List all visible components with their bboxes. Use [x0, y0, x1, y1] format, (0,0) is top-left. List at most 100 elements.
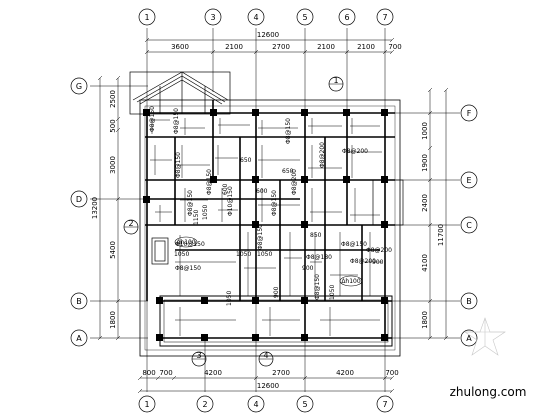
- rebar-note: Φ8@180: [306, 254, 332, 261]
- rebar-note: Φ8@150: [271, 190, 278, 216]
- rebar-note: 1050: [174, 251, 189, 258]
- dim-top-segment: 2100: [357, 43, 375, 51]
- svg-text:6: 6: [344, 13, 349, 22]
- axis-bubble-top-4: 4: [247, 8, 265, 26]
- rebar-note: Φ8@150: [206, 169, 213, 195]
- svg-text:1: 1: [333, 76, 338, 85]
- svg-text:D: D: [76, 195, 82, 204]
- axis-bubble-bottom-4: 4: [247, 395, 265, 413]
- svg-text:1: 1: [144, 400, 149, 409]
- rebar-note: Φ8@200: [342, 148, 368, 155]
- section-mark: 4: [258, 351, 274, 367]
- svg-text:5: 5: [302, 400, 307, 409]
- rebar-note: 650: [240, 157, 252, 164]
- svg-text:3: 3: [210, 13, 215, 22]
- axis-bubble-right-B: B: [460, 292, 478, 310]
- svg-text:Δh100: Δh100: [341, 278, 361, 285]
- rebar-note: 1050: [329, 285, 336, 300]
- axis-bubble-top-5: 5: [296, 8, 314, 26]
- svg-text:7: 7: [382, 13, 387, 22]
- dim-right-segment: 1000: [421, 122, 429, 140]
- axis-bubble-right-A: A: [460, 329, 478, 347]
- svg-text:C: C: [466, 221, 472, 230]
- watermark-logo: [464, 317, 506, 356]
- dim-bottom-segment: 800: [142, 369, 155, 377]
- rebar-note: 600: [222, 183, 229, 195]
- pit-detail: [151, 237, 169, 265]
- axis-bubble-right-C: C: [460, 216, 478, 234]
- rebar-note: 850: [310, 232, 322, 239]
- rebar-note: 600: [256, 188, 268, 195]
- svg-text:4: 4: [253, 13, 258, 22]
- axis-bubble-left-B: B: [70, 292, 88, 310]
- dim-bottom-total: 12600: [257, 382, 279, 390]
- rebar-note: 1050: [257, 251, 272, 258]
- rebar-note: Φ10@150: [175, 241, 205, 248]
- dim-right-segment: 1900: [421, 154, 429, 172]
- svg-text:A: A: [76, 334, 82, 343]
- dim-left-segment: 1800: [109, 311, 117, 329]
- slab-tag: Δh100: [339, 275, 363, 287]
- slab-tag: Δh100: [174, 236, 198, 248]
- dim-left-total: 13200: [91, 197, 99, 219]
- rebar-note: Φ8@150: [175, 152, 182, 178]
- svg-text:2: 2: [128, 219, 133, 228]
- dim-left-segment: 3000: [109, 156, 117, 174]
- rebar-note: Φ8@150: [173, 108, 180, 134]
- axis-bubble-bottom-5: 5: [296, 395, 314, 413]
- rebar-note: Φ8@200: [319, 142, 326, 168]
- dim-top-segment: 700: [388, 43, 401, 51]
- rebar-note: Φ8@150: [285, 118, 292, 144]
- top-dimension-lines: [144, 37, 395, 55]
- dim-top-total: 12600: [257, 31, 279, 39]
- axis-bubble-left-A: A: [70, 329, 88, 347]
- dim-left-segment: 500: [109, 119, 117, 132]
- rebar-notes: Φ8@150 Φ8@150 Φ8@150 Φ8@150 Φ8@200 Φ8@20…: [149, 106, 392, 306]
- svg-text:G: G: [76, 82, 82, 91]
- svg-text:7: 7: [382, 400, 387, 409]
- svg-text:3: 3: [196, 351, 201, 360]
- roof-outline: [129, 71, 231, 115]
- dim-right-segment: 2400: [421, 194, 429, 212]
- svg-text:Δh100: Δh100: [176, 239, 196, 246]
- dim-bottom-segment: 700: [385, 369, 398, 377]
- axis-bubble-bottom-2: 2: [196, 395, 214, 413]
- slab-rebar: [150, 118, 382, 336]
- svg-text:A: A: [466, 334, 472, 343]
- svg-text:1: 1: [144, 13, 149, 22]
- axis-bubble-right-E: E: [460, 171, 478, 189]
- axis-bubble-top-6: 6: [338, 8, 356, 26]
- rebar-note: 1150: [193, 210, 200, 225]
- svg-text:E: E: [466, 176, 471, 185]
- rebar-note: Φ10@150: [227, 186, 234, 216]
- svg-text:4: 4: [263, 351, 268, 360]
- bottom-dimension-lines: [137, 375, 395, 394]
- axis-bubble-top-7: 7: [376, 8, 394, 26]
- dim-right-segment: 1800: [421, 311, 429, 329]
- svg-text:5: 5: [302, 13, 307, 22]
- dim-top-segment: 3600: [171, 43, 189, 51]
- svg-text:4: 4: [253, 400, 258, 409]
- dim-left-segment: 2500: [109, 90, 117, 108]
- rebar-note: Φ8@200: [366, 247, 392, 254]
- dim-top-segment: 2100: [317, 43, 335, 51]
- watermark-text: zhulong.com: [450, 385, 527, 399]
- rebar-note: Φ8@150: [149, 106, 156, 132]
- dim-bottom-segment: 2700: [272, 369, 290, 377]
- section-mark: 2: [123, 219, 139, 235]
- axis-bubble-bottom-1: 1: [138, 395, 156, 413]
- rebar-note: Φ8@150: [341, 241, 367, 248]
- rebar-note: Φ8@150: [257, 224, 264, 250]
- left-dimension-lines: [97, 75, 121, 341]
- columns: [143, 109, 388, 341]
- axis-bubble-top-1: 1: [138, 8, 156, 26]
- dim-bottom-segment: 4200: [336, 369, 354, 377]
- rebar-note: 900: [302, 265, 314, 272]
- dim-right-total: 11700: [437, 224, 445, 246]
- axis-bubble-right-F: F: [460, 104, 478, 122]
- rebar-note: 900: [273, 286, 280, 298]
- rebar-note: 1050: [226, 291, 233, 306]
- section-mark: 1: [328, 76, 344, 92]
- dim-bottom-segment: 700: [159, 369, 172, 377]
- dim-right-segment: 4100: [421, 254, 429, 272]
